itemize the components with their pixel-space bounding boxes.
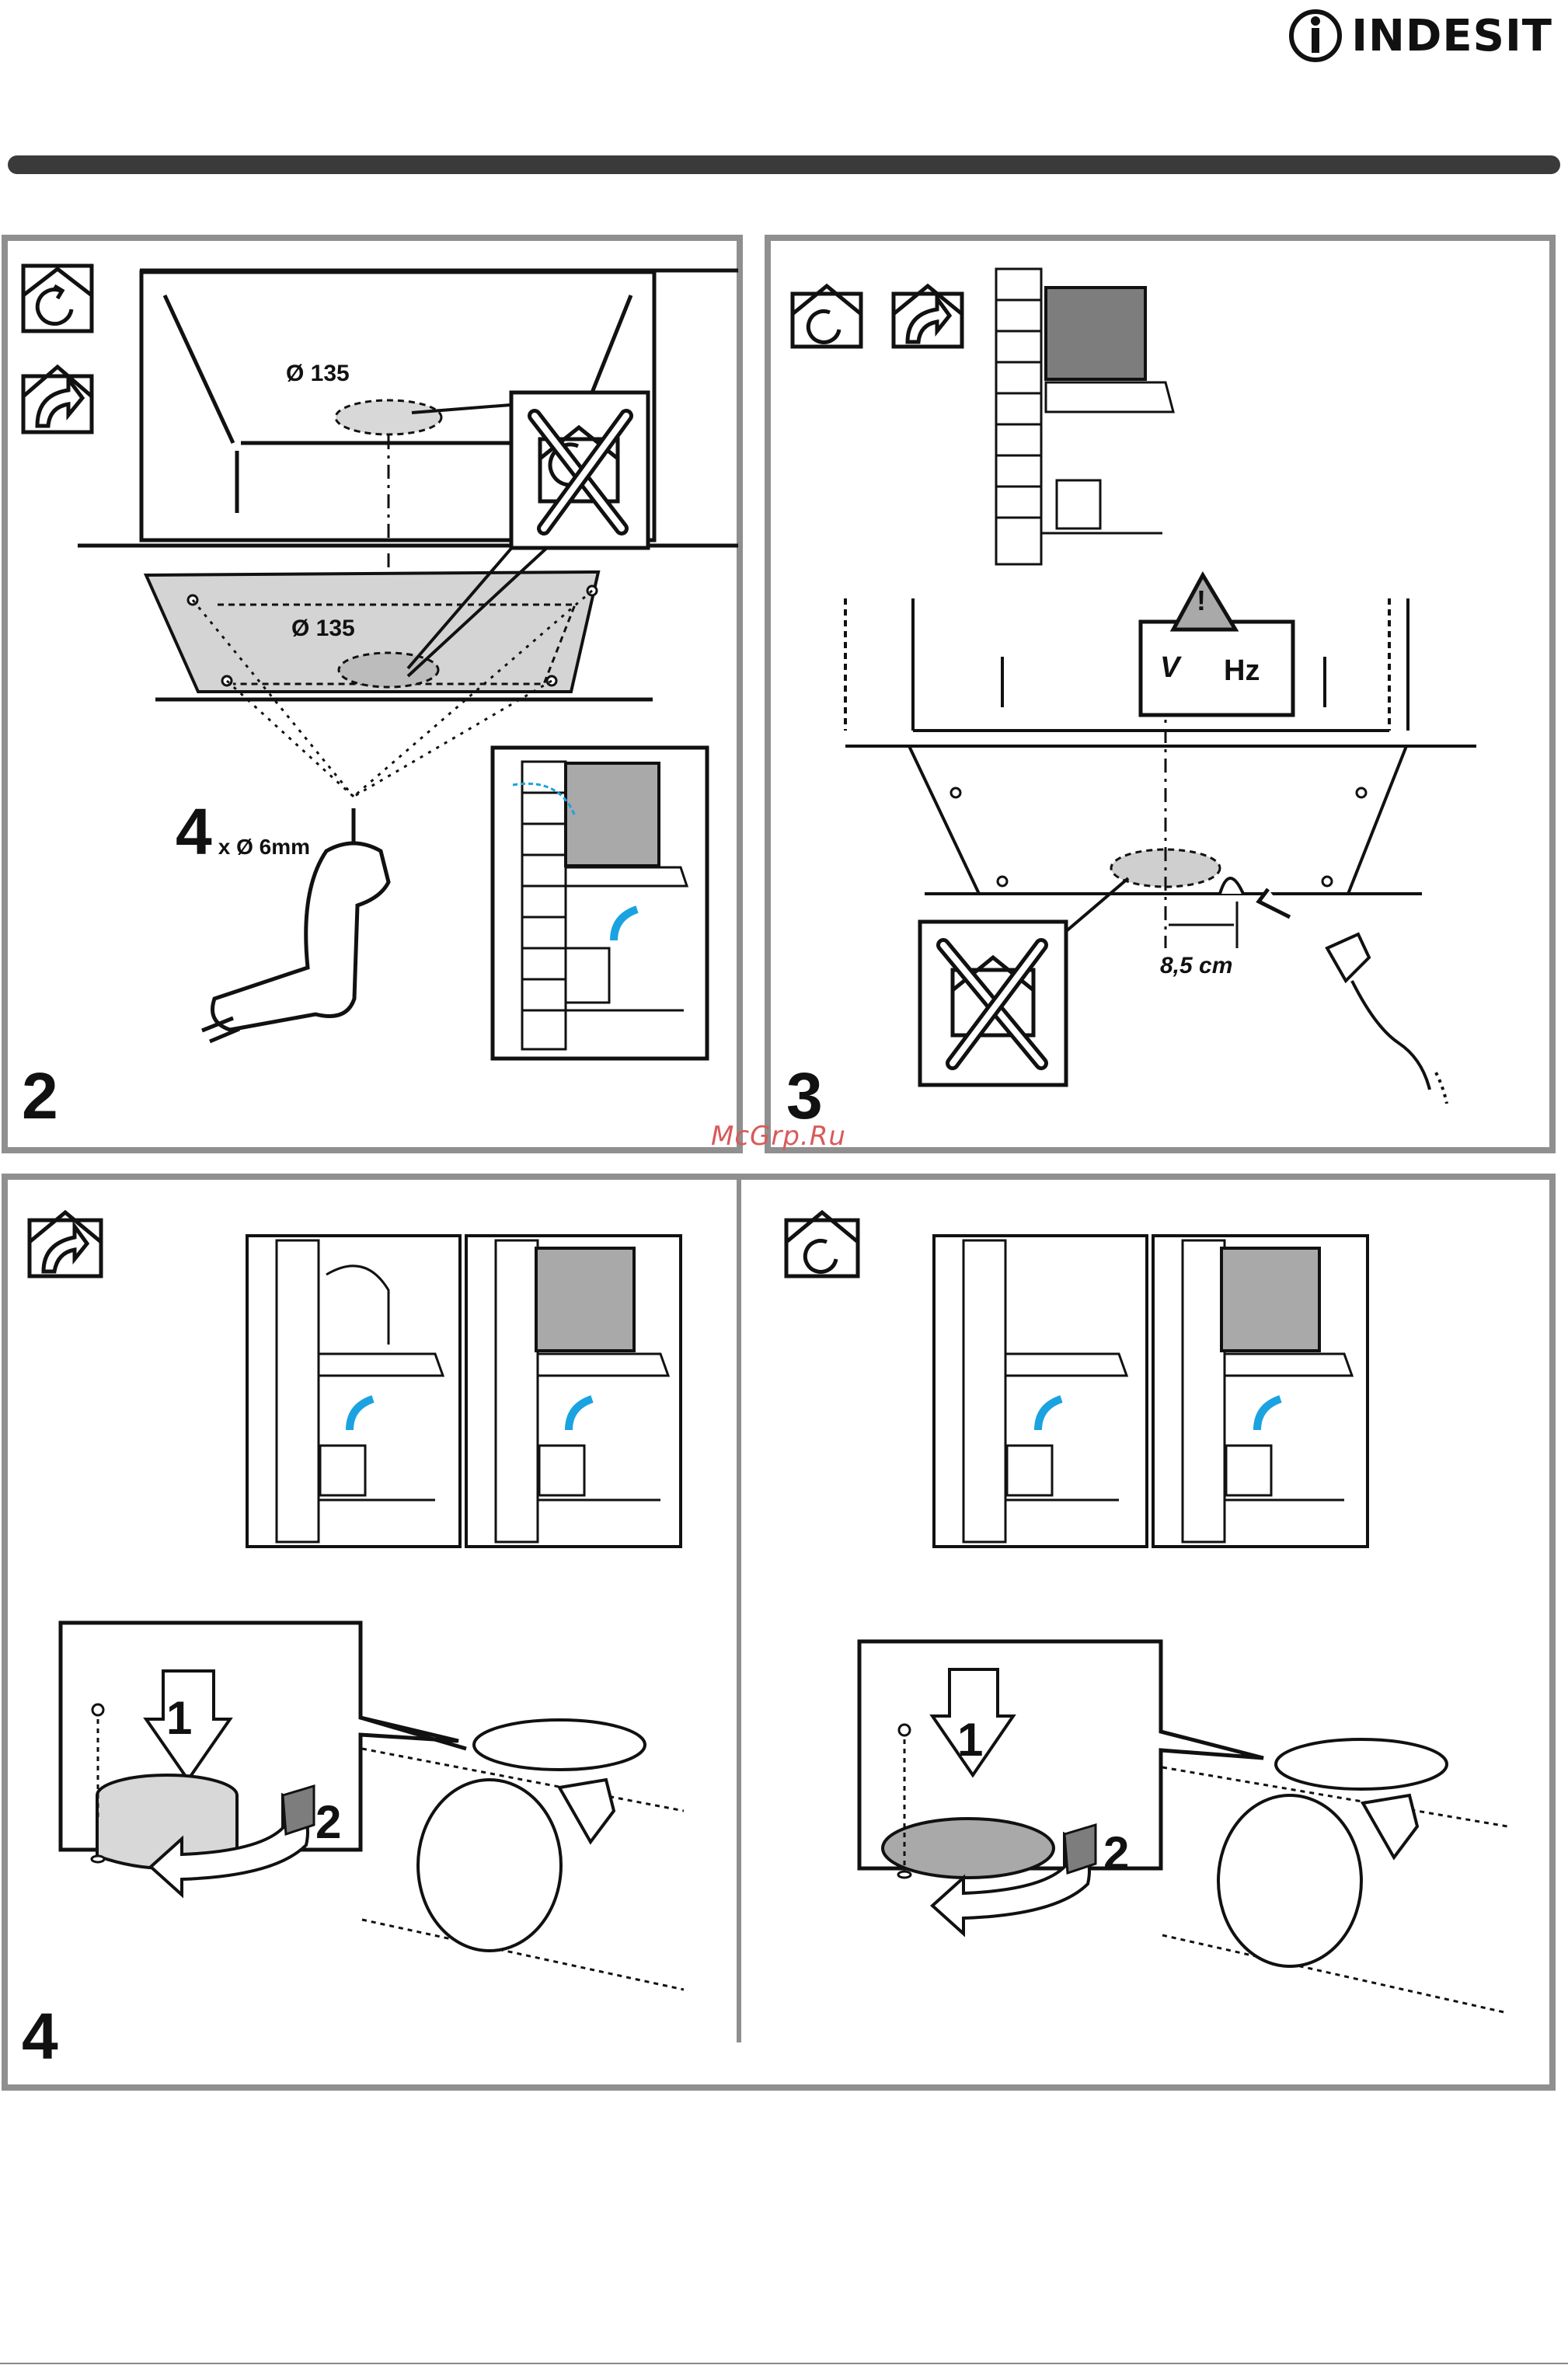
duct-collar xyxy=(474,1720,645,1770)
recirculation-mode-icon xyxy=(786,1212,858,1276)
filter-collar xyxy=(1276,1739,1447,1789)
extraction-mode-icon xyxy=(30,1212,101,1276)
page-bottom-rule xyxy=(0,2363,1568,2364)
carbon-filter-icon xyxy=(883,1819,1054,1878)
left-step-1-label: 1 xyxy=(166,1691,192,1745)
step-number-4: 4 xyxy=(22,1999,58,2074)
right-step-2-label: 2 xyxy=(1103,1826,1129,1880)
left-step-2-label: 2 xyxy=(315,1795,341,1849)
right-step-1-label: 1 xyxy=(957,1713,983,1767)
